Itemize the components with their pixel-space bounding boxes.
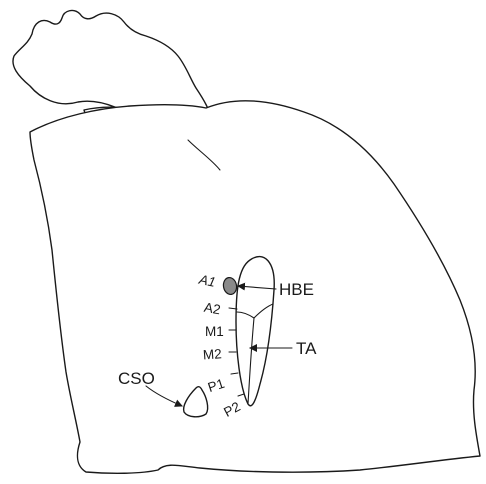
ta-label: TA: [296, 339, 317, 358]
hbe-label: HBE: [279, 280, 314, 299]
m2-label: M2: [202, 346, 222, 362]
cso-label: CSO: [118, 369, 155, 388]
m1-label: M1: [205, 324, 224, 339]
a2-label: A2: [203, 300, 222, 318]
